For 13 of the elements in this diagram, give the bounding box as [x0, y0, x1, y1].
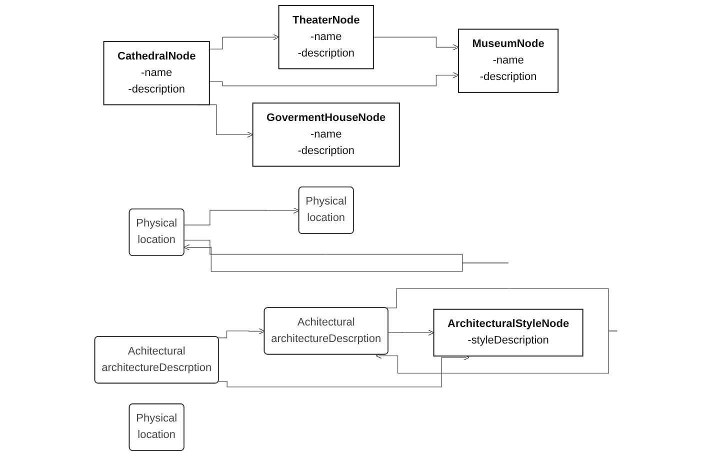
- arrow: [376, 288, 618, 374]
- arrow: [218, 328, 265, 338]
- arrow: [373, 36, 459, 50]
- arrow: [388, 330, 434, 336]
- arrow: [209, 72, 459, 86]
- arrow: [209, 34, 280, 50]
- node-box: TheaterNode -name -description: [278, 4, 374, 70]
- node-box: ArchitecturalStyleNode -styleDescription: [433, 308, 584, 357]
- node-box: MuseumNode -name -description: [458, 28, 559, 93]
- arrow: [184, 207, 300, 226]
- arrow: [184, 240, 509, 272]
- node-box: CathedralNode -name -description: [103, 41, 210, 106]
- node-box: GovermentHouseNode -name -description: [252, 102, 400, 167]
